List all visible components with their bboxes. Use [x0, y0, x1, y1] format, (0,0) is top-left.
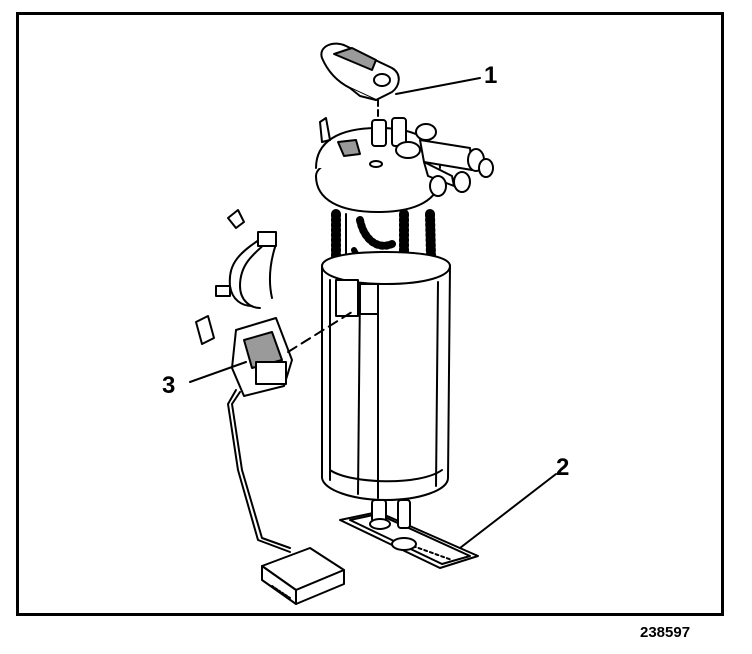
leader-line-2 [459, 473, 557, 549]
callout-2: 2 [556, 454, 570, 481]
diagram-frame [16, 12, 724, 616]
top-connector-part [320, 42, 400, 123]
callout-3: 3 [162, 372, 176, 399]
figure-number: 238597 [640, 624, 691, 641]
strainer-filter-part [339, 499, 479, 569]
leader-lines [189, 77, 557, 549]
wiring-harness [215, 231, 277, 309]
fuel-level-sensor-part [227, 311, 353, 553]
leader-line-3 [189, 361, 247, 383]
callout-1: 1 [484, 62, 498, 89]
fuel-reservoir-body [321, 251, 451, 501]
clip-terminal-lower [195, 315, 215, 345]
pump-head-cover [315, 117, 494, 213]
sensor-float [261, 547, 345, 605]
leader-line-1 [395, 77, 481, 95]
clip-terminal-upper [227, 209, 245, 229]
